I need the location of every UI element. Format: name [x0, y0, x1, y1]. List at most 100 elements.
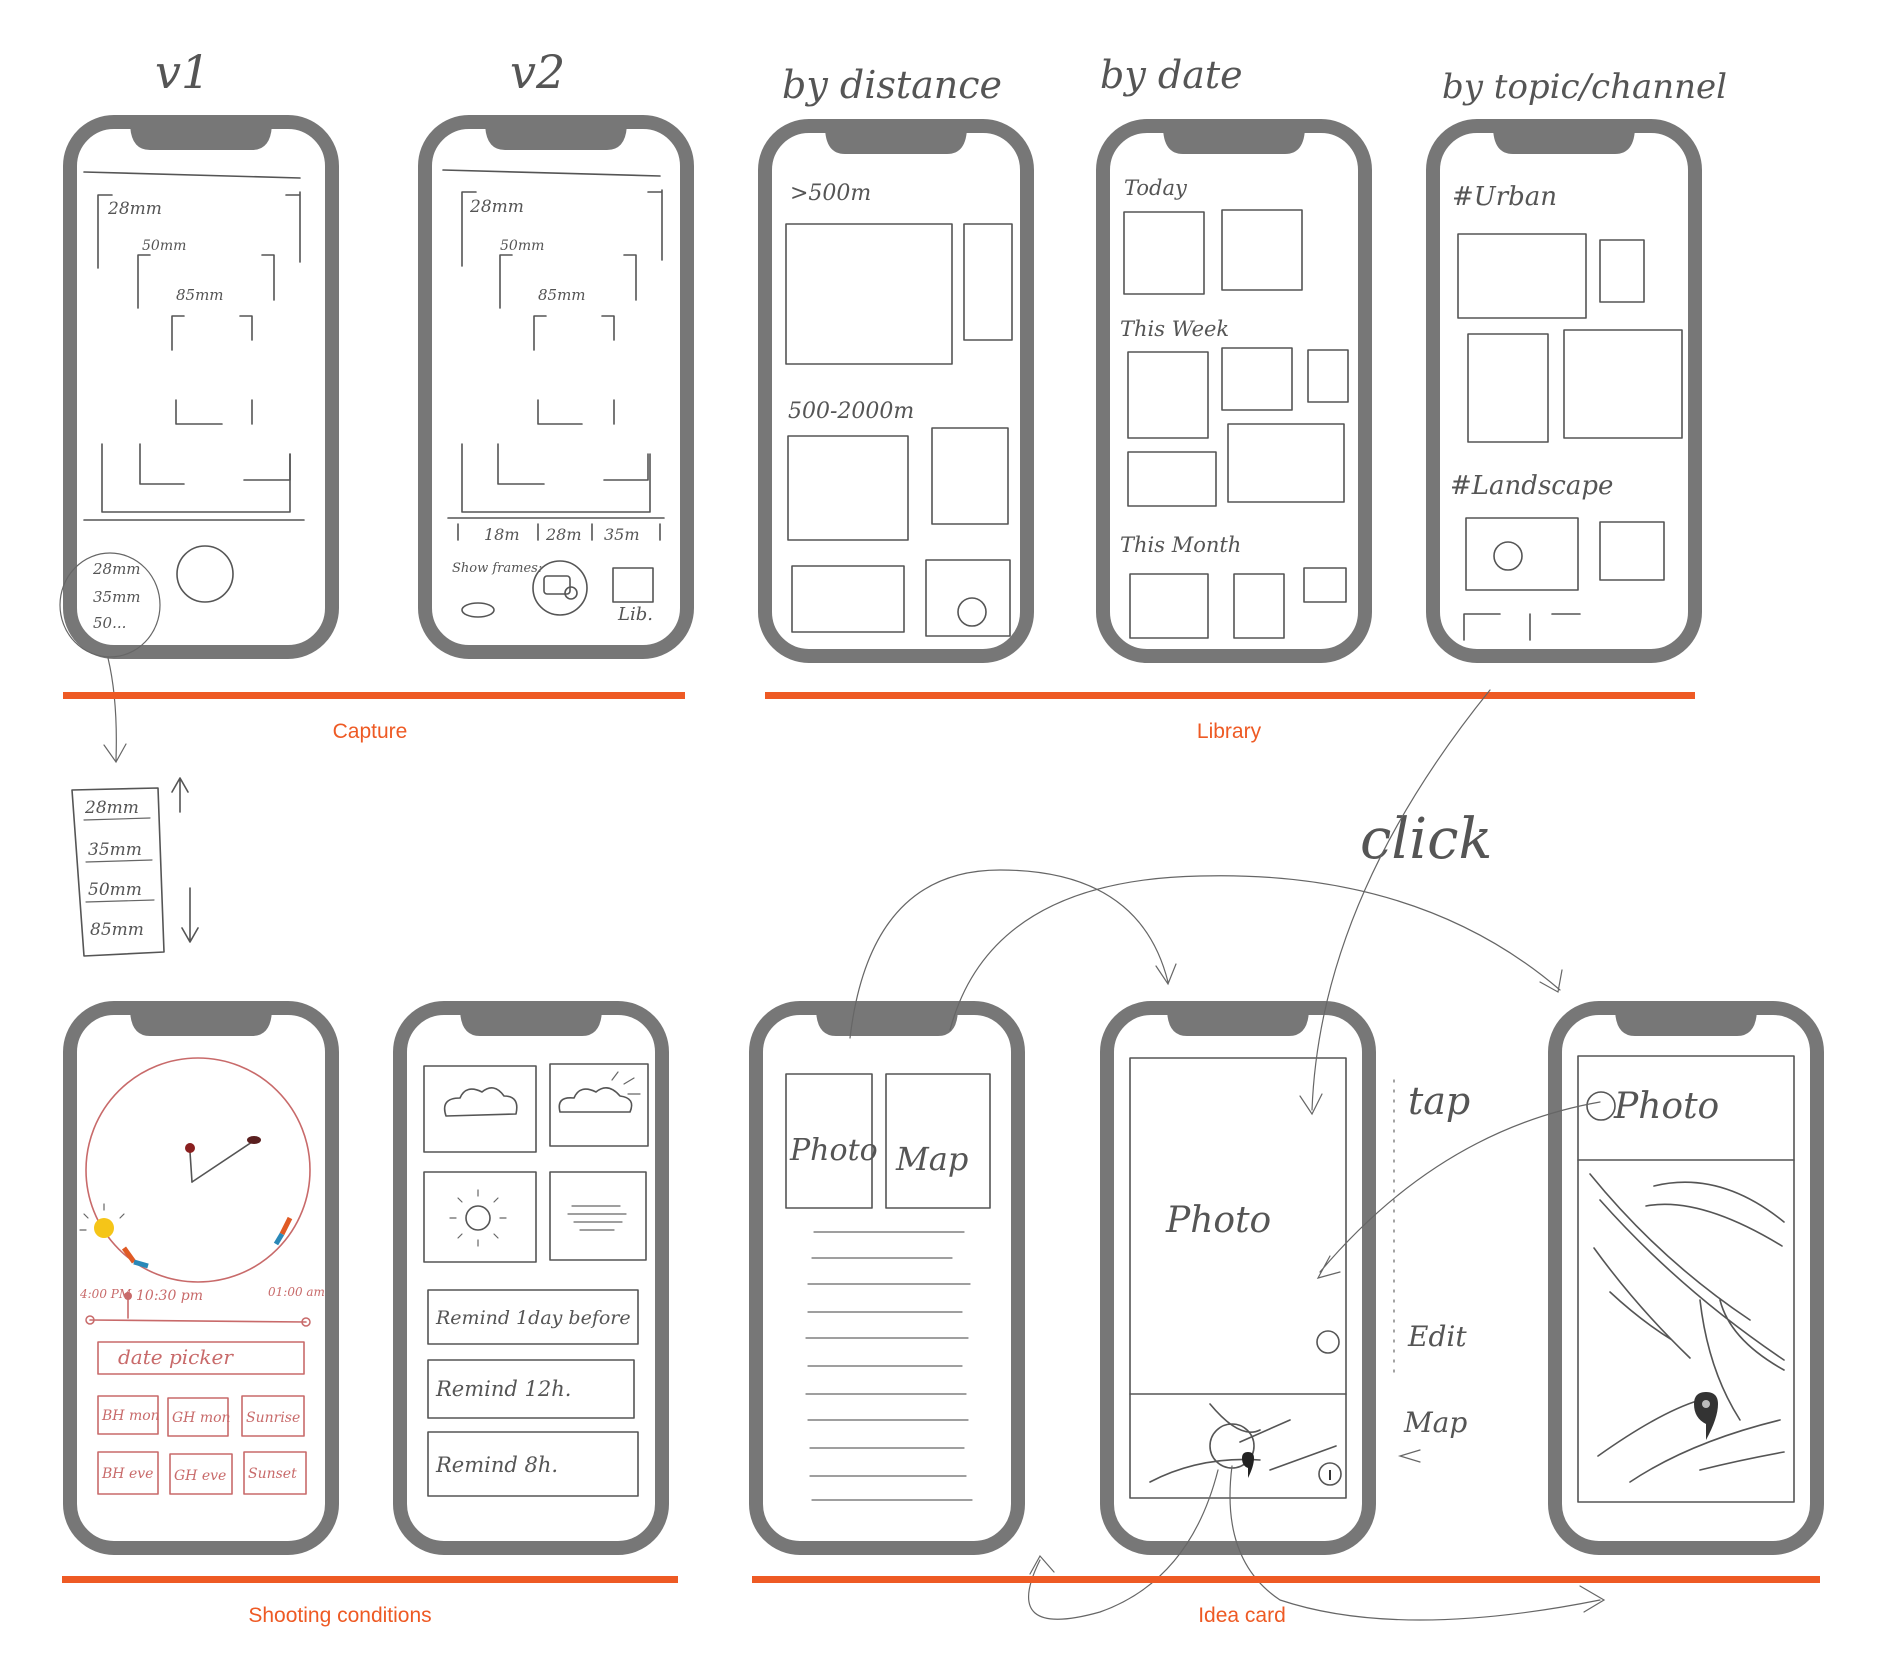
- v2-tab-35[interactable]: 35m: [604, 525, 640, 544]
- map-toggle-icon[interactable]: [957, 597, 987, 627]
- bh-evening-button[interactable]: [97, 1451, 159, 1495]
- bh-evening-label: BH eve: [101, 1466, 153, 1482]
- shutter-button[interactable]: [176, 545, 234, 603]
- group-500-2000m: 500-2000m: [788, 399, 914, 424]
- sunrise-button[interactable]: [241, 1395, 305, 1437]
- date-picker-label: date picker: [118, 1345, 234, 1369]
- scroll-item-35[interactable]: 35mm: [88, 840, 142, 860]
- focal-label-50: 50mm: [142, 238, 186, 254]
- show-frames-toggle[interactable]: [461, 602, 495, 618]
- photo-thumb[interactable]: [1599, 521, 1665, 581]
- photo-thumb[interactable]: [1227, 423, 1345, 503]
- scroll-item-28[interactable]: 28mm: [84, 798, 139, 818]
- photo-thumb[interactable]: [785, 223, 953, 365]
- remind-1day-button[interactable]: [427, 1289, 639, 1345]
- photo-thumb[interactable]: [1127, 451, 1217, 507]
- photo-thumb[interactable]: [931, 427, 1009, 525]
- phone-shooting-weather: Remind 1day before Remind 12h. Remind 8h…: [393, 1001, 669, 1555]
- sun-outline-icon: [465, 1205, 491, 1231]
- v2-focal-label-50: 50mm: [500, 238, 544, 254]
- phone-library-topic: #Urban #Landscape: [1426, 119, 1702, 663]
- photo-thumb[interactable]: [787, 435, 909, 541]
- photo-thumb[interactable]: [1123, 211, 1205, 295]
- photo-thumb[interactable]: [1467, 333, 1549, 443]
- group-urban: #Urban: [1452, 182, 1557, 212]
- photo-thumb[interactable]: [1221, 209, 1303, 291]
- map-view[interactable]: [1577, 1055, 1795, 1503]
- gh-evening-label: GH eve: [174, 1468, 226, 1484]
- time-current: 10:30 pm: [136, 1288, 203, 1304]
- info-icon[interactable]: [1318, 1462, 1342, 1486]
- photo-thumb[interactable]: [1233, 573, 1285, 639]
- photo-thumb[interactable]: [1563, 329, 1683, 439]
- photo-thumb[interactable]: [1307, 349, 1349, 403]
- weather-cloudy-tile[interactable]: [423, 1065, 537, 1153]
- section-label-capture: Capture: [333, 720, 408, 743]
- v2-tab-28[interactable]: 28m: [545, 525, 582, 544]
- photo-view[interactable]: [1129, 1057, 1347, 1499]
- photo-thumb[interactable]: [1129, 573, 1209, 639]
- time-start: 4:00 PM: [79, 1287, 132, 1301]
- photo-thumb[interactable]: [1599, 239, 1645, 303]
- date-picker-field[interactable]: [97, 1341, 305, 1375]
- description-lines: [805, 1231, 973, 1501]
- tap-gesture-label: tap: [1408, 1079, 1470, 1123]
- v2-tab-18[interactable]: 18m: [484, 525, 520, 544]
- sunset-button[interactable]: [243, 1451, 307, 1495]
- photo-thumb[interactable]: [925, 559, 1011, 637]
- edit-icon[interactable]: [1316, 1330, 1340, 1354]
- remind-8h-button[interactable]: [427, 1431, 639, 1497]
- capture-v1-title: v1: [155, 45, 210, 99]
- focal-label-85: 85mm: [176, 286, 224, 304]
- cloud-icon: [443, 1087, 518, 1117]
- group-this-week: This Week: [1120, 317, 1229, 341]
- time-end: 01:00 am: [268, 1285, 325, 1299]
- weather-fog-tile[interactable]: [549, 1171, 647, 1261]
- library-thumb-button[interactable]: [612, 567, 654, 603]
- weather-partly-cloudy-tile[interactable]: [549, 1063, 649, 1147]
- group-landscape: #Landscape: [1450, 471, 1613, 501]
- gh-evening-button[interactable]: [169, 1453, 233, 1495]
- phone-shooting-sun: 4:00 PM 10:30 pm 01:00 am date picker BH…: [63, 1001, 339, 1555]
- camera-shutter-button[interactable]: [532, 560, 588, 616]
- photo-thumb[interactable]: [1221, 347, 1293, 411]
- lib-label: Lib.: [617, 604, 653, 625]
- scroll-item-50[interactable]: 50mm: [88, 880, 142, 900]
- map-marker-icon: [1694, 1392, 1718, 1440]
- sun-icon: [94, 1218, 114, 1238]
- photo-thumb[interactable]: [963, 223, 1013, 341]
- flow-annotations: click: [849, 689, 1606, 1621]
- picker-item-28: 28mm: [92, 560, 141, 578]
- section-label-shooting: Shooting conditions: [248, 1604, 431, 1627]
- photo-thumb[interactable]: [1303, 567, 1347, 603]
- show-frames-label: Show frames:: [452, 561, 542, 576]
- group-this-month: This Month: [1120, 533, 1241, 557]
- photo-thumb[interactable]: [1457, 233, 1587, 319]
- gh-morning-button[interactable]: [167, 1397, 229, 1437]
- time-slider[interactable]: [89, 1319, 307, 1323]
- map-gesture-label: Map: [1403, 1406, 1467, 1439]
- photo-thumb[interactable]: [791, 565, 905, 633]
- photo-tile[interactable]: [785, 1073, 873, 1209]
- picker-item-35: 35mm: [93, 588, 141, 606]
- photo-thumb[interactable]: [1127, 351, 1209, 439]
- scroll-item-85[interactable]: 85mm: [90, 920, 144, 940]
- sun-dial: [85, 1057, 311, 1283]
- map-pin-icon: [1242, 1452, 1254, 1478]
- bh-morning-button[interactable]: [97, 1395, 159, 1435]
- map-tile-label: Map: [895, 1140, 968, 1178]
- scroll-up-arrow-icon: [171, 777, 189, 813]
- idea-card-section-bar: [752, 1576, 1820, 1583]
- focal-label-28: 28mm: [107, 199, 162, 219]
- weather-sunny-tile[interactable]: [423, 1171, 537, 1263]
- remind-8h-label: Remind 8h.: [435, 1453, 558, 1477]
- library-section-bar: [765, 692, 1695, 699]
- photo-thumb[interactable]: [1465, 517, 1579, 591]
- library-by-date-title: by date: [1100, 53, 1243, 97]
- click-annotation: click: [1360, 807, 1492, 872]
- map-tile[interactable]: [885, 1073, 991, 1209]
- remind-12h-button[interactable]: [427, 1359, 635, 1419]
- section-label-library: Library: [1197, 720, 1262, 743]
- scroll-down-arrow-icon: [181, 887, 199, 943]
- capture-v2-title: v2: [510, 45, 565, 99]
